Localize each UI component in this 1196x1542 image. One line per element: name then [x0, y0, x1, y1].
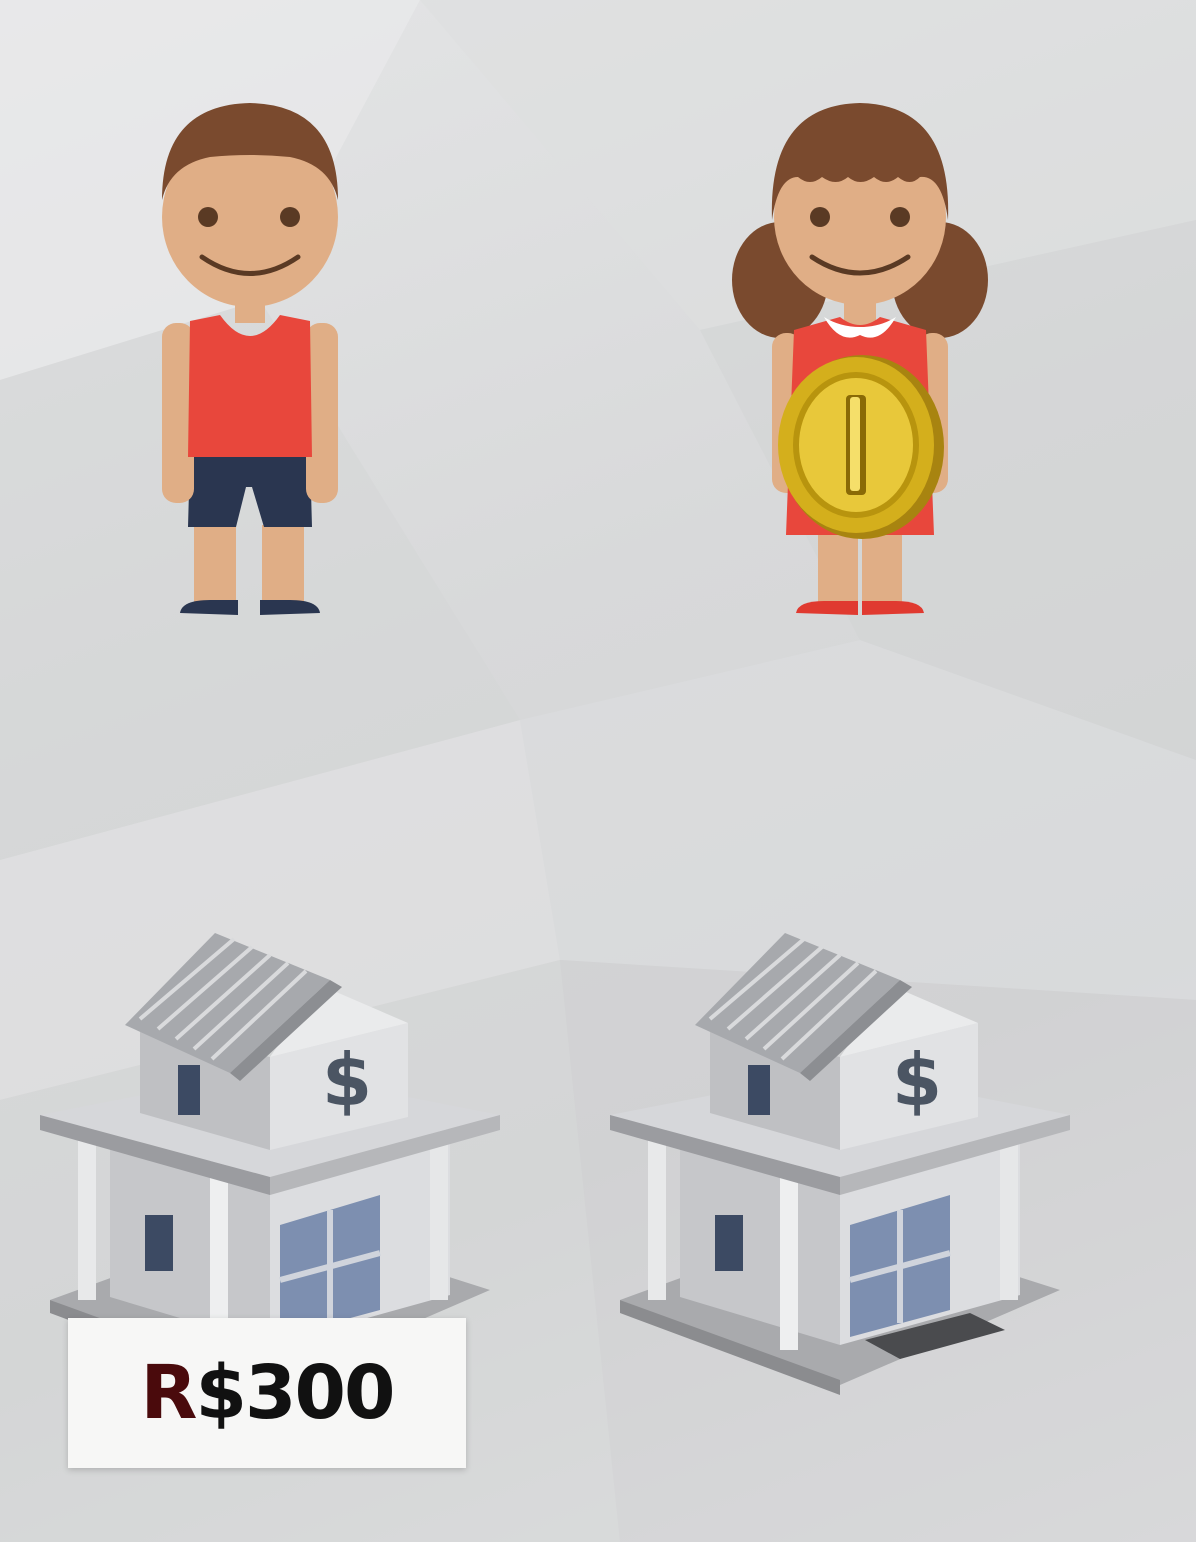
price-amount: $300: [195, 1350, 396, 1436]
price-currency-prefix: R: [140, 1350, 198, 1436]
svg-text:$: $: [322, 1038, 372, 1122]
bank-icon: $: [610, 933, 1070, 1395]
price-tag: R$300: [68, 1318, 466, 1468]
boy-icon: [162, 103, 338, 615]
gold-coin-icon: [778, 355, 944, 539]
girl-icon: [732, 103, 988, 615]
svg-text:$: $: [892, 1038, 942, 1122]
bank-icon: $: [40, 933, 500, 1395]
price-label: R$300: [140, 1350, 396, 1436]
